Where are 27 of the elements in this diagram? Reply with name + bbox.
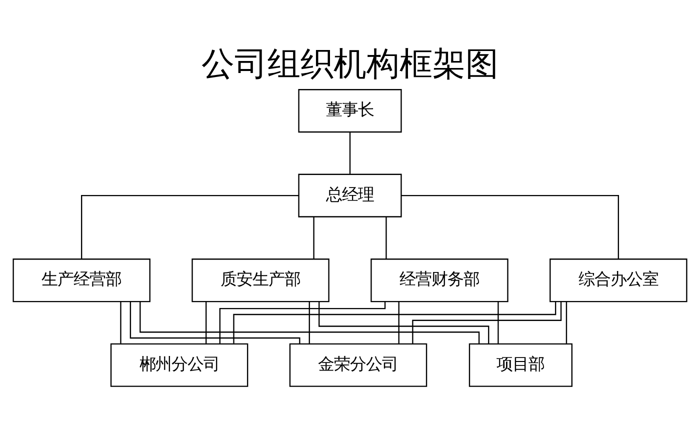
connector xyxy=(349,132,351,174)
node-box: 经营财务部 xyxy=(370,258,508,302)
node-box: 总经理 xyxy=(298,173,402,217)
connector xyxy=(120,301,122,343)
connector xyxy=(233,301,556,343)
connector xyxy=(313,216,314,258)
connector xyxy=(130,301,300,344)
connector xyxy=(398,301,400,343)
connector xyxy=(140,301,480,344)
connector xyxy=(412,301,562,344)
node-box: 质安生产部 xyxy=(192,258,330,302)
node-box: 生产经营部 xyxy=(12,258,150,302)
connector xyxy=(81,194,299,258)
connector xyxy=(401,194,619,258)
connector xyxy=(566,301,568,343)
connector xyxy=(318,301,490,344)
node-box: 董事长 xyxy=(298,88,402,132)
node-box: 综合办公室 xyxy=(550,258,688,302)
connector xyxy=(206,301,207,343)
connector xyxy=(386,216,387,258)
node-box: 金荣分公司 xyxy=(289,342,428,386)
connector xyxy=(219,301,386,344)
node-box: 项目部 xyxy=(468,342,572,386)
diagram-title: 公司组织机构框架图 xyxy=(202,43,498,82)
node-box: 郴州分公司 xyxy=(110,342,248,386)
connector xyxy=(308,301,310,343)
connector xyxy=(498,301,499,343)
